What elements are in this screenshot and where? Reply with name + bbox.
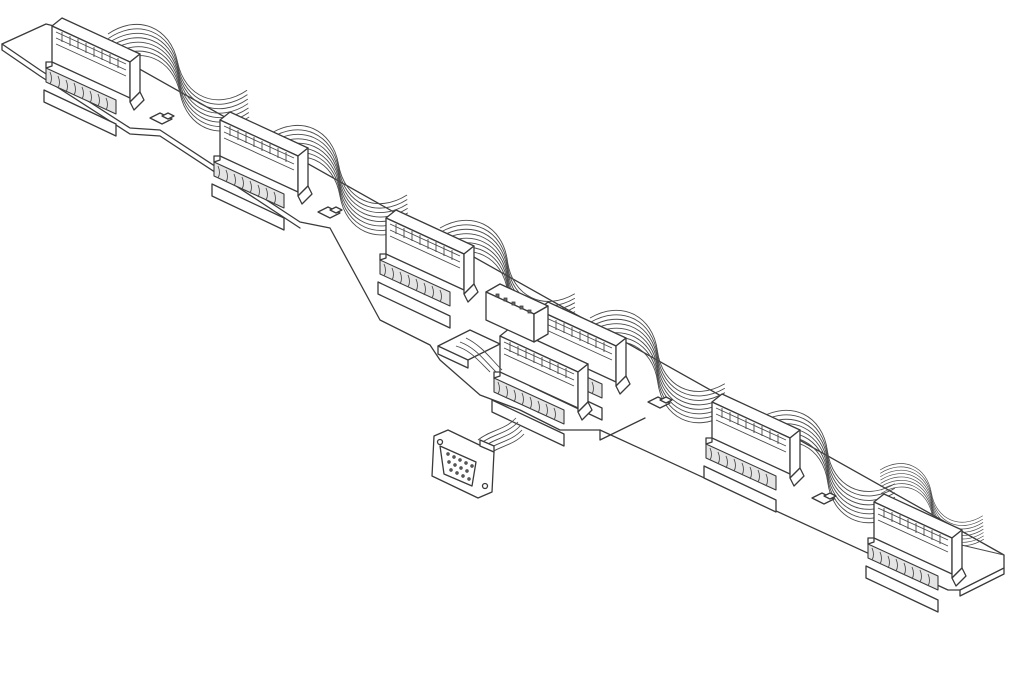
vga-connector (431, 429, 495, 499)
connector-7 (865, 493, 967, 613)
cable-bracket (437, 329, 503, 373)
ribbon-cables (88, 12, 1000, 555)
center-header-block (485, 283, 549, 343)
